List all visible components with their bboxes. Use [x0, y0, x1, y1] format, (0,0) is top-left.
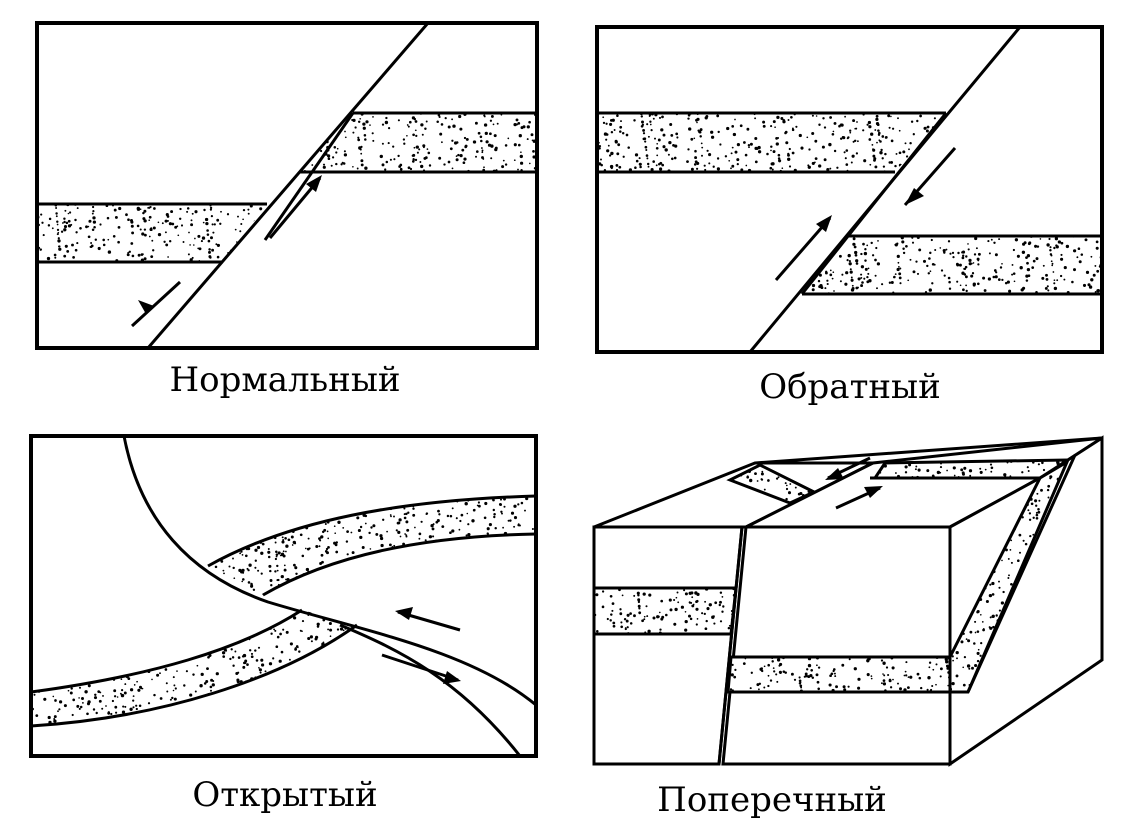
arrow-down-icon: [903, 147, 957, 206]
sand-layer-front-left: [592, 586, 738, 636]
stipple-dots: [594, 588, 736, 634]
layer-boundary: [31, 608, 303, 694]
block-side: [948, 435, 1104, 767]
panel-normal-fault: Нормальный: [35, 21, 539, 400]
arrow-right-icon: [835, 486, 883, 510]
panel-open-fault: Открытый: [29, 434, 538, 815]
caption-open: Открытый: [192, 775, 377, 815]
arrow-up-icon: [268, 175, 322, 239]
block-front-right: [721, 525, 952, 766]
sand-layer-upper: [597, 113, 946, 172]
panel-frame: [35, 21, 539, 350]
sand-layer-lower-limb: [31, 610, 357, 726]
arrow-left-icon: [395, 607, 461, 632]
fault-trace: [717, 526, 744, 765]
sand-layer-upper-limb: [208, 496, 536, 595]
panel-transverse-fault: Поперечный: [592, 435, 1104, 820]
arrow-up-icon: [774, 215, 832, 281]
layer-boundary: [31, 623, 358, 728]
caption-normal: Нормальный: [169, 360, 400, 400]
sand-layer-right: [300, 113, 537, 172]
panel-frame: [29, 434, 538, 758]
caption-reverse: Обратный: [759, 367, 941, 407]
sand-layer-side-edge: [966, 454, 1077, 693]
sand-layer-side: [948, 458, 1071, 694]
arrow-down-icon: [130, 280, 182, 328]
block-top-edge: [754, 436, 1103, 465]
layer-boundary: [262, 532, 536, 597]
caption-transverse: Поперечный: [657, 780, 887, 820]
layer-boundary: [207, 494, 536, 568]
panel-frame: [595, 25, 1104, 354]
fault-strand: [339, 623, 522, 756]
fault-curve: [122, 436, 536, 707]
fault-plane-parallel: [800, 112, 948, 295]
fault-plane-parallel: [263, 112, 355, 241]
fault-plane: [146, 23, 430, 348]
arrow-left-icon: [825, 456, 871, 480]
stipple-dots: [728, 657, 950, 692]
arrow-right-icon: [381, 653, 461, 684]
panel-reverse-fault: Обратный: [595, 25, 1104, 407]
sand-layer-left: [37, 204, 267, 262]
stipple-dots: [802, 236, 1102, 294]
block-front-left: [592, 525, 744, 766]
